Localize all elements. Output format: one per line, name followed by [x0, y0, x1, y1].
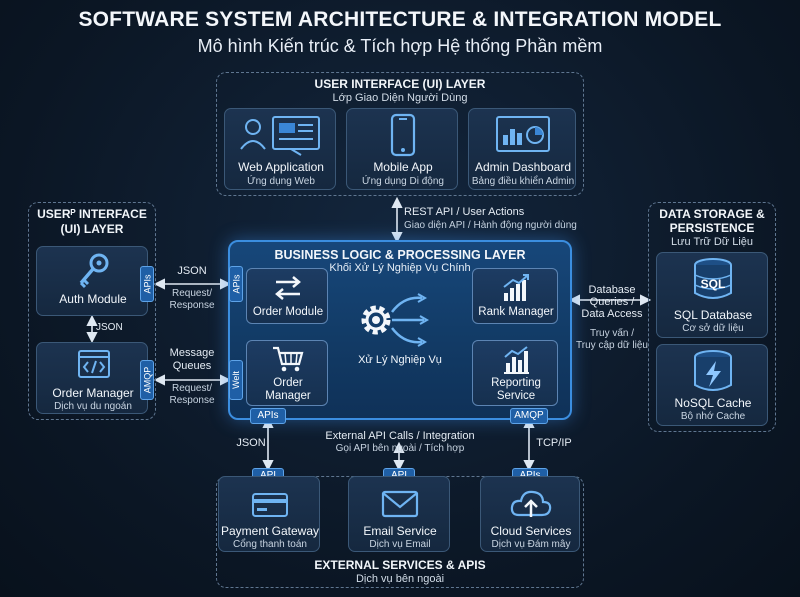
- card-subtitle: Cơ sở dữ liệu: [682, 323, 744, 334]
- message-label: Message: [169, 347, 215, 359]
- card-subtitle: Ứng dụng Web: [247, 176, 315, 187]
- order-manager-core-card[interactable]: Order Manager: [246, 340, 328, 406]
- card-subtitle: Dịch vụ Đám mây: [491, 539, 571, 550]
- ui-layer-title: USER INTERFACE (UI) LAYER: [314, 77, 486, 91]
- ui-layer-group: [216, 72, 584, 196]
- rank-manager-card[interactable]: Rank Manager: [472, 268, 558, 324]
- storage-title-line1: DATA STORAGE &: [659, 207, 765, 221]
- order-module-card[interactable]: Order Module: [246, 268, 328, 324]
- envelope-icon: [381, 490, 419, 518]
- card-title-line1: Reporting: [491, 377, 541, 389]
- welt-tag-core-left: Welt: [229, 360, 243, 400]
- request-label-bottom: Request/: [171, 383, 213, 394]
- cloud-services-card[interactable]: Cloud Services Dịch vụ Đám mây: [480, 476, 580, 552]
- nosql-cache-card[interactable]: NoSQL Cache Bộ nhớ Cache: [656, 344, 768, 426]
- card-title: Auth Module: [59, 292, 127, 306]
- tcp-ip-label: TCP/IP: [536, 437, 572, 449]
- card-subtitle: Cổng thanh toán: [233, 539, 307, 550]
- web-application-card[interactable]: Web Application Ứng dụng Web: [224, 108, 336, 190]
- card-title: Admin Dashboard: [474, 160, 572, 174]
- card-title-line2: Service: [496, 390, 536, 402]
- queues-label: Queues: [172, 360, 212, 372]
- bar-chart-icon: [503, 274, 529, 301]
- card-title: Email Service: [363, 524, 437, 538]
- apis-tag-left: APIs: [140, 266, 154, 302]
- left-layer-title-line2: (UI) LAYER: [60, 222, 124, 236]
- external-title: EXTERNAL SERVICES & APIS: [314, 558, 486, 572]
- sql-database-icon: [694, 258, 732, 299]
- email-service-card[interactable]: Email Service Dịch vụ Email: [348, 476, 450, 552]
- page-subtitle: Mô hình Kiến trúc & Tích hợp Hệ thống Ph…: [197, 36, 603, 56]
- card-title: Payment Gateway: [220, 524, 320, 538]
- card-title: Order Manager: [52, 386, 134, 400]
- rest-api-label: REST API / User Actions: [404, 206, 525, 218]
- apis-tag-core-bottom: APIs: [250, 408, 286, 424]
- external-api-calls-label: External API Calls / Integration: [325, 430, 475, 442]
- dashboard-icon: [496, 116, 550, 152]
- page-title: SOFTWARE SYSTEM ARCHITECTURE & INTEGRATI…: [78, 8, 722, 31]
- payment-gateway-card[interactable]: Payment Gateway Cổng thanh toán: [218, 476, 320, 552]
- storage-title-line2: PERSISTENCE: [669, 221, 755, 235]
- json-link-label: JSON: [177, 265, 207, 277]
- card-title: Web Application: [238, 160, 324, 174]
- core-title: BUSINESS LOGIC & PROCESSING LAYER: [274, 248, 526, 262]
- cart-icon: [273, 346, 304, 372]
- report-icon: [504, 346, 529, 374]
- swap-arrows-icon: [275, 276, 301, 300]
- order-manager-left-card[interactable]: Order Manager Dịch vụ du ngoán: [36, 342, 148, 414]
- database-label: Database: [588, 284, 636, 296]
- apis-tag-core-left: APIs: [229, 266, 243, 302]
- mobile-app-card[interactable]: Mobile App Ứng dụng Di động: [346, 108, 458, 190]
- left-layer-title-line1: USERᴾ INTERFACE: [37, 207, 147, 221]
- external-subtitle: Dịch vụ bên ngoài: [355, 573, 445, 585]
- amqp-tag-core-bottom: AMQP: [510, 408, 548, 424]
- card-title: Mobile App: [373, 160, 433, 174]
- card-title-line2: Manager: [265, 390, 311, 402]
- storage-subtitle: Lưu Trữ Dữ Liệu: [670, 236, 753, 248]
- left-ui-layer-group: [28, 202, 156, 420]
- external-api-calls-sublabel: Gọi API bên ngoài / Tích hợp: [335, 443, 465, 454]
- queries-label: Queries /: [589, 296, 635, 308]
- cloud-upload-icon: [510, 490, 552, 517]
- reporting-service-card[interactable]: Reporting Service: [472, 340, 558, 406]
- rest-api-sublabel: Giao diện API / Hành động người dùng: [404, 220, 577, 231]
- card-subtitle: Bảng điều khiển Admin: [471, 176, 575, 187]
- mobile-icon: [390, 113, 416, 157]
- processing-label: Xử Lý Nghiệp Vụ: [358, 354, 442, 366]
- web-app-icon: [240, 116, 320, 156]
- sql-database-card[interactable]: SQL SQL Database Cơ sở dữ liệu: [656, 252, 768, 338]
- key-icon: [79, 253, 109, 289]
- auth-order-json-label: JSON: [96, 322, 123, 333]
- ui-layer-subtitle: Lớp Giao Diện Người Dùng: [332, 92, 468, 104]
- sql-badge: SQL: [700, 277, 726, 291]
- card-subtitle: Bộ nhớ Cache: [680, 411, 746, 422]
- data-storage-group: [648, 202, 776, 432]
- gear-flow-icon: [361, 293, 430, 347]
- card-title-line1: Order: [273, 377, 303, 389]
- auth-module-card[interactable]: Auth Module: [36, 246, 148, 316]
- request-label-top: Request/: [171, 288, 213, 299]
- card-title: Cloud Services: [490, 524, 572, 538]
- card-subtitle: Ứng dụng Di động: [362, 176, 444, 187]
- card-subtitle: Dịch vụ du ngoán: [54, 401, 132, 412]
- card-subtitle: Dịch vụ Email: [369, 539, 431, 550]
- nosql-cache-icon: [694, 350, 732, 391]
- truy-cap-label: Truy cập dữ liệu: [576, 340, 648, 351]
- credit-card-icon: [252, 493, 288, 517]
- response-label-top: Response: [169, 300, 215, 311]
- data-access-label: Data Access: [581, 308, 643, 320]
- truy-van-label: Truy vấn /: [589, 328, 635, 339]
- card-title: NoSQL Cache: [674, 396, 752, 410]
- code-icon: [78, 350, 110, 378]
- json-bottom-label: JSON: [236, 437, 266, 449]
- core-subtitle: Khối Xử Lý Nghiệp Vụ Chính: [329, 262, 471, 274]
- card-title: SQL Database: [673, 308, 753, 322]
- card-title: Rank Manager: [478, 306, 554, 318]
- response-label-bottom: Response: [169, 395, 215, 406]
- amqp-tag-left: AMQP: [140, 360, 154, 400]
- card-title: Order Module: [252, 306, 324, 318]
- admin-dashboard-card[interactable]: Admin Dashboard Bảng điều khiển Admin: [468, 108, 576, 190]
